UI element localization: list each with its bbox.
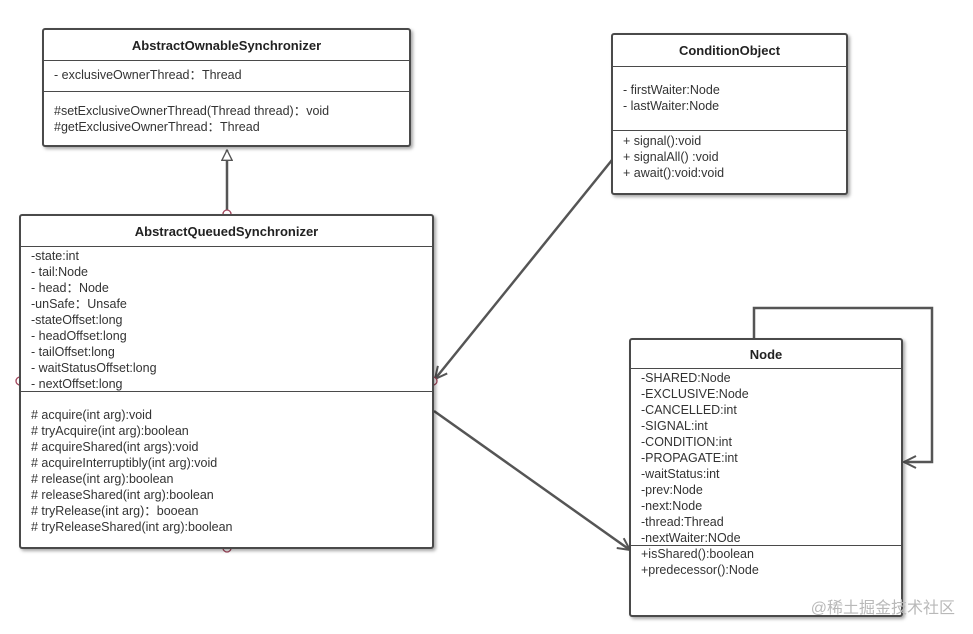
member-line: - head：Node <box>31 281 109 295</box>
member-line: -CONDITION:int <box>641 435 732 449</box>
class-name: ConditionObject <box>613 35 846 67</box>
member-line: # releaseShared(int arg):boolean <box>31 488 214 502</box>
member-line: -thread:Thread <box>641 515 724 529</box>
attributes-section: -SHARED:Node -EXCLUSIVE:Node -CANCELLED:in… <box>631 369 901 546</box>
member-line: - nextOffset:long <box>31 377 123 391</box>
member-line: -stateOffset:long <box>31 313 123 327</box>
member-line: -next:Node <box>641 499 703 513</box>
attributes-section: - exclusiveOwnerThread：Thread <box>44 61 409 92</box>
member-line: -waitStatus:int <box>641 467 720 481</box>
attributes-section: - firstWaiter:Node - lastWaiter:Node <box>613 67 846 131</box>
member-line: #setExclusiveOwnerThread(Thread thread)：… <box>54 104 330 118</box>
class-node[interactable]: Node -SHARED:Node -EXCLUSIVE:Node -CANCELL… <box>629 338 903 617</box>
class-condition-object[interactable]: ConditionObject - firstWaiter:Node - last… <box>611 33 848 195</box>
methods-section: #setExclusiveOwnerThread(Thread thread)：… <box>44 92 409 135</box>
member-line: # acquireInterruptibly(int arg):void <box>31 456 218 470</box>
member-line: + signal():void <box>623 134 702 148</box>
member-line: - waitStatusOffset:long <box>31 361 157 375</box>
member-line: -nextWaiter:NOde <box>641 531 741 545</box>
member-line: # tryReleaseShared(int arg):boolean <box>31 520 233 534</box>
aqs-to-node-line <box>433 409 630 550</box>
member-line: - headOffset:long <box>31 329 127 343</box>
member-line: - lastWaiter:Node <box>623 99 720 113</box>
class-name: AbstractQueuedSynchronizer <box>21 216 432 247</box>
member-line: -EXCLUSIVE:Node <box>641 387 749 401</box>
watermark: @稀土掘金技术社区 <box>810 600 955 617</box>
class-name: AbstractOwnableSynchronizer <box>44 30 409 61</box>
methods-section: + signal():void + signalAll() :void + awai… <box>613 131 846 181</box>
member-line: - tailOffset:long <box>31 345 115 359</box>
member-line: # release(int arg):boolean <box>31 472 174 486</box>
member-line: - exclusiveOwnerThread：Thread <box>54 68 242 82</box>
member-line: #getExclusiveOwnerThread：Thread <box>54 120 260 134</box>
condition-to-aqs-line <box>435 159 613 379</box>
member-line: # tryAcquire(int arg):boolean <box>31 424 189 438</box>
member-line: # acquire(int arg):void <box>31 408 152 422</box>
member-line: + signalAll() :void <box>623 150 719 164</box>
member-line: - firstWaiter:Node <box>623 83 720 97</box>
node-self-reference-line <box>752 306 934 462</box>
member-line: -SHARED:Node <box>641 371 731 385</box>
class-abstract-ownable-synchronizer[interactable]: AbstractOwnableSynchronizer - exclusiveO… <box>42 28 411 147</box>
member-line: # tryRelease(int arg)：booean <box>31 504 199 518</box>
member-line: -prev:Node <box>641 483 703 497</box>
member-line: -CANCELLED:int <box>641 403 737 417</box>
member-line: -SIGNAL:int <box>641 419 708 433</box>
methods-section: # acquire(int arg):void # tryAcquire(int … <box>21 392 432 535</box>
member-line: +predecessor():Node <box>641 563 759 577</box>
member-line: +isShared():boolean <box>641 547 754 561</box>
class-name: Node <box>631 340 901 369</box>
class-abstract-queued-synchronizer[interactable]: AbstractQueuedSynchronizer -state:int - t… <box>19 214 434 549</box>
member-line: - tail:Node <box>31 265 88 279</box>
member-line: -PROPAGATE:int <box>641 451 738 465</box>
member-line: -state:int <box>31 249 79 263</box>
methods-section: +isShared():boolean +predecessor():Node <box>631 546 901 578</box>
attributes-section: -state:int - tail:Node - head：Node -unSafe：… <box>21 247 432 392</box>
member-line: -unSafe：Unsafe <box>31 297 127 311</box>
member-line: + await():void:void <box>623 166 725 180</box>
member-line: # acquireShared(int args):void <box>31 440 199 454</box>
